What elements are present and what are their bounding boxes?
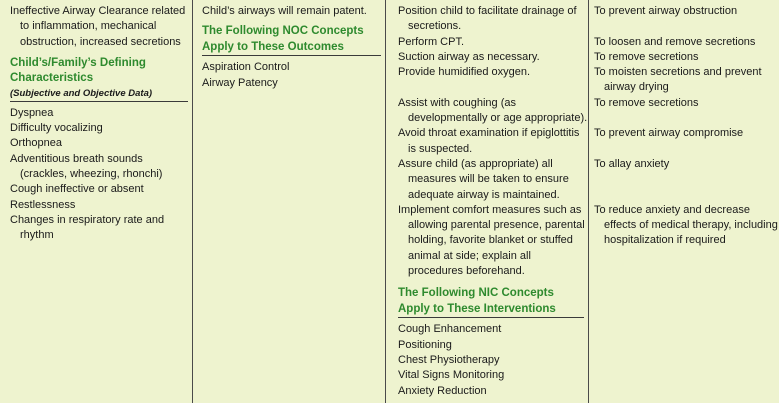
characteristic-item: Cough ineffective or absent bbox=[10, 183, 144, 196]
intervention-item: Assist with coughing (as developmentally… bbox=[398, 96, 588, 125]
noc-item: Airway Patency bbox=[202, 76, 278, 89]
intervention-item: Assure child (as appropriate) all measur… bbox=[398, 157, 569, 201]
expected-outcome: Child’s airways will remain patent. bbox=[202, 5, 367, 17]
rationale-item: To moisten secretions and prevent airway… bbox=[594, 66, 762, 94]
rationale-item: To prevent airway obstruction bbox=[594, 5, 738, 17]
intervention-item: Avoid throat examination if epiglottitis… bbox=[398, 127, 580, 155]
nursing-diagnosis-column: Ineffective Airway Clearance related to … bbox=[0, 0, 193, 403]
intervention-item: Position child to facilitate drainage of… bbox=[398, 5, 577, 33]
defining-characteristics-subheading: (Subjective and Objective Data) bbox=[10, 87, 153, 99]
rationale-item: To remove secretions bbox=[594, 96, 699, 109]
characteristic-item: Changes in respiratory rate and rhythm bbox=[10, 213, 165, 242]
intervention-item: Perform CPT. bbox=[398, 35, 465, 48]
nic-item: Positioning bbox=[398, 338, 452, 351]
nic-item: Chest Physiotherapy bbox=[398, 353, 500, 366]
rationale-item: To remove secretions bbox=[594, 50, 699, 63]
intervention-item: Provide humidified oxygen. bbox=[398, 66, 531, 79]
nic-item: Cough Enhancement bbox=[398, 323, 502, 336]
intervention-item: Suction airway as necessary. bbox=[398, 50, 540, 63]
intervention-item: Implement comfort measures such as allow… bbox=[398, 203, 585, 278]
outcomes-column: Child’s airways will remain patent. The … bbox=[193, 0, 386, 403]
nic-item: Vital Signs Monitoring bbox=[398, 369, 505, 382]
rationale-item: To reduce anxiety and decrease effects o… bbox=[594, 203, 778, 247]
diagnosis-text: Ineffective Airway Clearance related to … bbox=[10, 5, 186, 48]
defining-characteristics-heading: Child’s/Family’s Defining Characteristic… bbox=[10, 56, 146, 85]
characteristic-item: Restlessness bbox=[10, 198, 76, 211]
rationale-item: To loosen and remove secretions bbox=[594, 35, 756, 48]
noc-item: Aspiration Control bbox=[202, 61, 290, 74]
nic-heading: The Following NIC Concepts Apply to Thes… bbox=[398, 287, 556, 315]
rationale-item: To allay anxiety bbox=[594, 157, 670, 170]
interventions-column: Position child to facilitate drainage of… bbox=[386, 0, 589, 403]
noc-heading: The Following NOC Concepts Apply to Thes… bbox=[202, 25, 364, 53]
rationale-item: To prevent airway compromise bbox=[594, 127, 744, 140]
rationale-column: To prevent airway obstruction To loosen … bbox=[589, 0, 779, 403]
characteristic-item: Orthopnea bbox=[10, 137, 62, 150]
nic-item: Anxiety Reduction bbox=[398, 384, 487, 397]
characteristic-item: Difficulty vocalizing bbox=[10, 122, 103, 135]
characteristic-item: Dyspnea bbox=[10, 106, 54, 119]
characteristic-item: Adventitious breath sounds (crackles, wh… bbox=[10, 152, 163, 181]
